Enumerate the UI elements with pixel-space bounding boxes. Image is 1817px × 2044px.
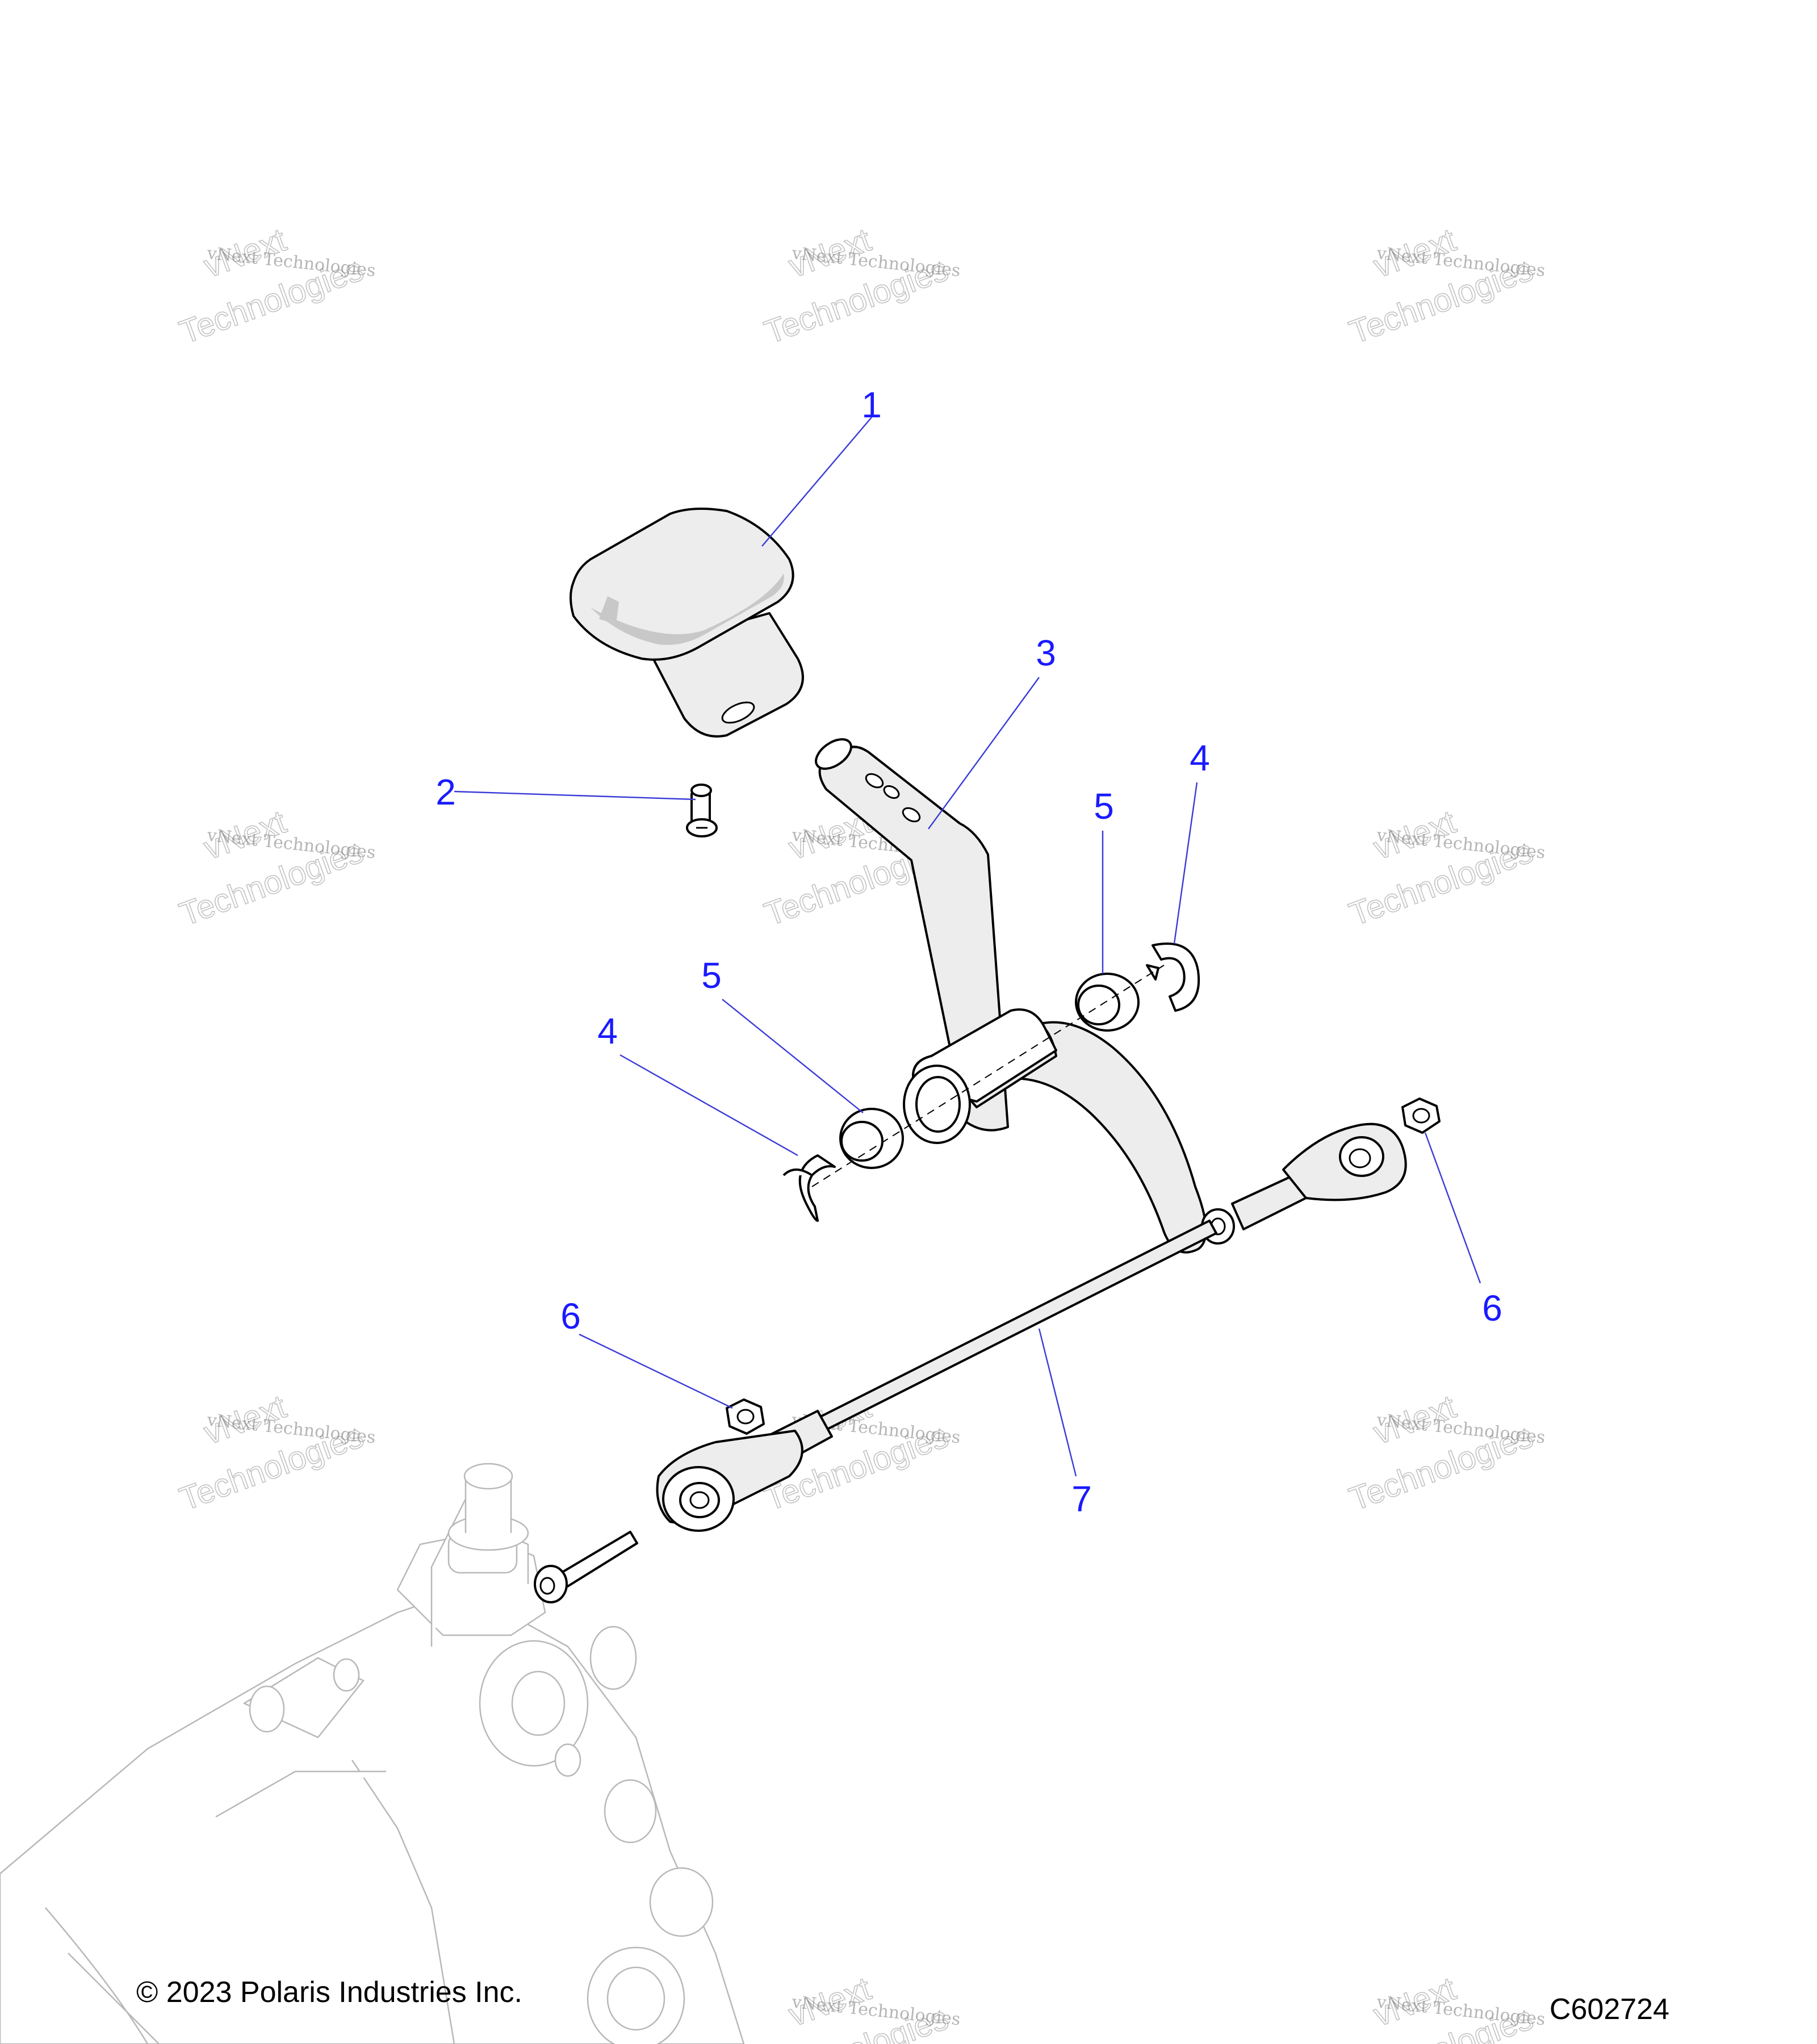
lock-nut-left [726,1398,765,1435]
callout-labels: 1 2 3 4 5 5 4 6 6 7 [436,384,1502,1519]
lock-nut-right [1401,1098,1441,1134]
shift-knob [570,508,804,738]
transmission-housing-ghost [0,1463,745,2044]
callout-4-left: 4 [597,1011,618,1052]
callout-1: 1 [861,384,882,425]
callout-2: 2 [436,772,456,812]
callout-5-left: 5 [701,955,722,996]
callout-3: 3 [1036,633,1056,673]
copyright-text: © 2023 Polaris Industries Inc. [136,1976,522,2009]
callout-4-right: 4 [1190,738,1210,778]
bushing-right [1075,973,1140,1032]
shift-rod-assembly [656,1122,1407,1532]
mounting-bolt [534,1531,638,1603]
knob-screw [686,784,718,837]
callout-6-left: 6 [560,1296,581,1337]
callout-7: 7 [1071,1478,1092,1519]
leader-lines [454,417,1481,1477]
assembly-axis [811,965,1165,1187]
e-clip-left [782,1154,836,1222]
figure-id: C602724 [1550,1993,1669,2026]
callout-5-right: 5 [1094,786,1114,827]
callout-6-right: 6 [1482,1288,1502,1329]
shift-lever [815,738,1235,1254]
e-clip-right [1146,943,1200,1012]
bushing-left [839,1108,904,1169]
